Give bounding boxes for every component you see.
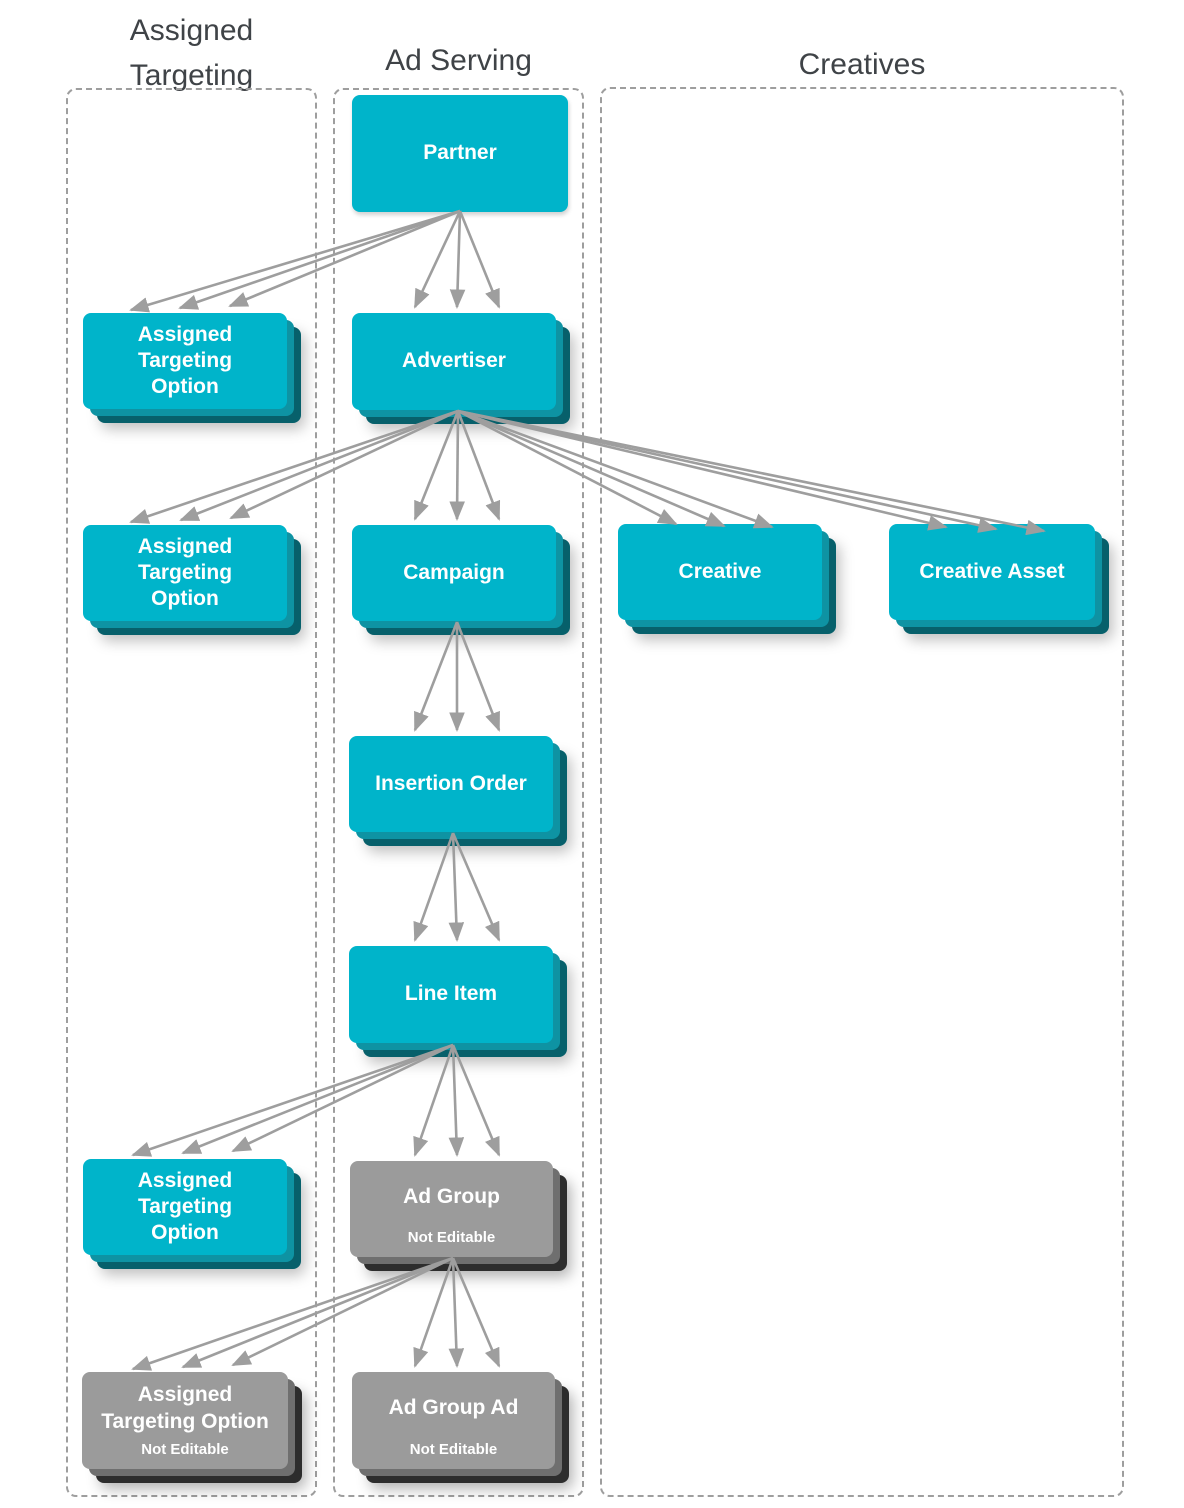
- node-ad-group: Ad Group Not Editable: [350, 1161, 553, 1257]
- node-assigned-targeting-option-2-label: Assigned Targeting Option: [137, 534, 233, 611]
- node-insertion-order-label: Insertion Order: [375, 771, 527, 795]
- node-ad-group-ad-sublabel: Not Editable: [409, 1441, 498, 1458]
- node-assigned-targeting-option-3: Assigned Targeting Option: [83, 1159, 287, 1255]
- node-creative-asset-label: Creative Asset: [919, 559, 1065, 583]
- node-campaign: Campaign: [352, 525, 556, 621]
- node-assigned-targeting-option-2: Assigned Targeting Option: [83, 525, 287, 621]
- node-creative-asset: Creative Asset: [889, 524, 1095, 620]
- node-ad-group-sublabel: Not Editable: [407, 1229, 496, 1246]
- column-header-ad-serving: Ad Serving: [385, 44, 532, 77]
- node-advertiser: Advertiser: [352, 313, 556, 410]
- node-assigned-targeting-option-3-label: Assigned Targeting Option: [137, 1168, 233, 1245]
- node-assigned-targeting-option-1-label: Assigned Targeting Option: [137, 322, 233, 399]
- column-creatives: [600, 87, 1124, 1497]
- column-assigned-targeting: [66, 88, 317, 1497]
- node-advertiser-label: Advertiser: [402, 349, 506, 373]
- node-ad-group-ad-label: Ad Group Ad: [388, 1396, 519, 1420]
- node-insertion-order: Insertion Order: [349, 736, 553, 832]
- node-line-item-label: Line Item: [404, 982, 498, 1006]
- node-ad-group-ad: Ad Group Ad Not Editable: [352, 1372, 555, 1469]
- column-header-creatives: Creatives: [798, 48, 926, 81]
- node-partner: Partner: [352, 95, 568, 212]
- node-assigned-targeting-option-1: Assigned Targeting Option: [83, 313, 287, 409]
- node-ad-group-label: Ad Group: [403, 1184, 500, 1208]
- node-partner-label: Partner: [423, 141, 497, 165]
- node-assigned-targeting-option-4-label: Assigned Targeting Option: [101, 1383, 269, 1433]
- node-assigned-targeting-option-4-sublabel: Not Editable: [141, 1441, 229, 1458]
- node-line-item: Line Item: [349, 946, 553, 1043]
- node-campaign-label: Campaign: [403, 560, 505, 584]
- node-assigned-targeting-option-4: Assigned Targeting Option Not Editable: [82, 1372, 288, 1469]
- column-header-assigned-targeting: Assigned Targeting: [129, 14, 254, 92]
- node-creative-label: Creative: [678, 559, 762, 583]
- column-ad-serving: [333, 88, 584, 1497]
- node-creative: Creative: [618, 524, 822, 620]
